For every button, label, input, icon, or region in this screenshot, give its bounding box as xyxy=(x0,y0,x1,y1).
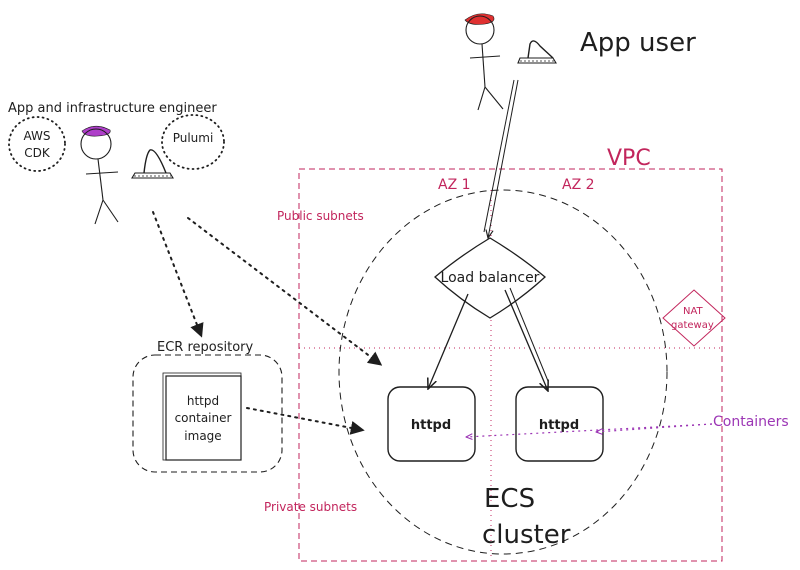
nat-label-line2: gateway xyxy=(671,320,714,331)
nat-label-line1: NAT xyxy=(683,306,704,317)
httpd-task-left-label: httpd xyxy=(411,418,451,433)
pulumi-label: Pulumi xyxy=(173,131,214,145)
app-user-laptop-icon xyxy=(517,40,557,64)
lb-to-right-task-arrow xyxy=(504,289,548,391)
aws-cdk-bubble xyxy=(8,116,66,172)
vpc-label: VPC xyxy=(607,146,651,171)
containers-to-right-task-arrow xyxy=(596,423,713,432)
container-image-box xyxy=(165,375,242,461)
engineer-label: App and infrastructure engineer xyxy=(8,101,217,116)
engineer-hat-icon xyxy=(81,125,111,137)
aws-cdk-label-line2: CDK xyxy=(24,146,51,160)
container-image-label-line2: container xyxy=(175,411,232,425)
container-image-label-line3: image xyxy=(184,429,221,443)
lb-to-left-task-arrow xyxy=(428,293,469,389)
engineer-to-cluster-arrow xyxy=(187,217,383,366)
httpd-task-right-label: httpd xyxy=(539,418,579,433)
vpc-boundary xyxy=(298,168,723,562)
ecs-label-line1: ECS xyxy=(484,484,535,514)
load-balancer-diamond xyxy=(434,237,546,319)
app-user-label: App user xyxy=(580,28,696,58)
app-user-figure xyxy=(464,13,504,111)
engineer-to-ecr-arrow xyxy=(152,211,204,338)
user-to-lb-arrow xyxy=(488,79,519,238)
az2-label: AZ 2 xyxy=(562,177,595,193)
httpd-task-right xyxy=(515,386,604,462)
ecs-cluster-boundary xyxy=(338,189,668,555)
ecr-repository-label: ECR repository xyxy=(157,340,253,355)
user-to-lb-arrow-2 xyxy=(483,79,515,233)
pulumi-bubble xyxy=(161,114,225,170)
aws-cdk-label-line1: AWS xyxy=(23,129,50,143)
private-subnets-label: Private subnets xyxy=(264,500,357,514)
containers-label: Containers xyxy=(713,414,789,430)
container-image-box-shadow xyxy=(162,372,242,461)
ecs-label-line2: cluster xyxy=(482,520,571,550)
public-subnets-label: Public subnets xyxy=(277,209,364,223)
engineer-laptop-icon xyxy=(131,149,174,179)
nat-gateway-diamond xyxy=(662,289,726,347)
engineer-figure xyxy=(80,125,119,225)
app-user-hat-icon xyxy=(464,13,495,25)
lb-to-right-task-arrow-2 xyxy=(509,287,549,382)
az1-label: AZ 1 xyxy=(438,177,471,193)
container-image-label-line1: httpd xyxy=(187,394,219,408)
ecr-repository-box xyxy=(132,354,283,473)
containers-to-left-task-arrow xyxy=(466,423,713,437)
image-to-cluster-arrow xyxy=(246,407,365,435)
load-balancer-label: Load balancer xyxy=(441,270,540,286)
